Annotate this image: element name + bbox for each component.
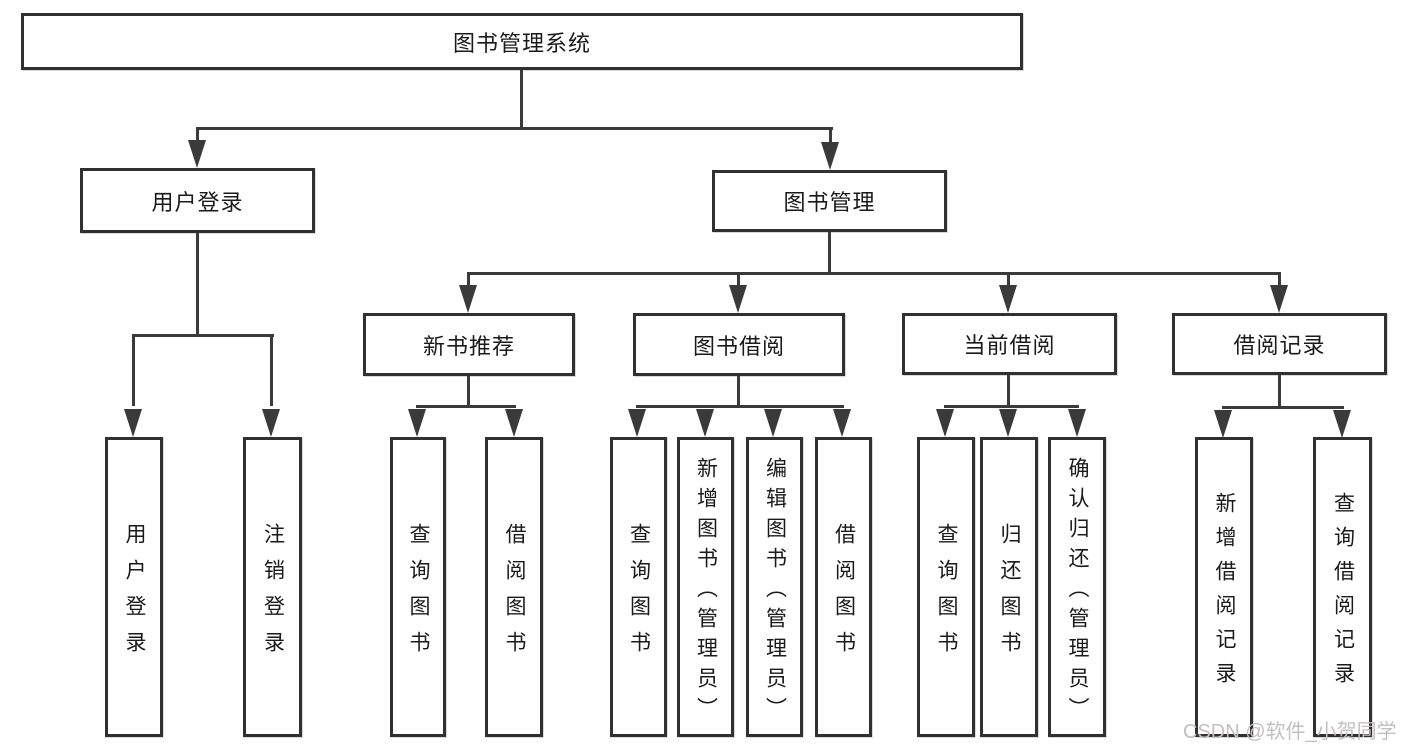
node-book-borrowing: 图书借阅 [633,313,845,376]
leaf-query-books-current: 查询图书 [917,437,975,737]
arrowhead-icon [262,409,280,437]
node-book-borrowing-label: 图书借阅 [692,333,785,359]
node-user-login-label: 用户登录 [151,189,244,215]
arrowhead-icon [628,409,646,437]
arrowhead-icon [1068,409,1086,437]
leaf-confirm-return-admin: 确认归还（管理员） [1048,437,1106,737]
connector-line [636,405,844,408]
leaf-user-login-label: 用户登录 [123,522,146,667]
leaf-logout-label: 注销登录 [261,522,285,667]
connector-line [270,334,273,406]
node-user-login: 用户登录 [80,168,315,233]
leaf-query-books-borrow: 查询图书 [610,437,667,737]
arrowhead-icon [505,409,523,437]
leaf-borrow-books-recommend-label: 借阅图书 [503,522,526,667]
arrowhead-icon [999,409,1017,437]
connector-line [1278,375,1281,409]
arrowhead-icon [188,140,206,168]
arrowhead-icon [696,409,714,437]
arrowhead-icon [459,285,477,313]
node-new-book-recommend-label: 新书推荐 [422,333,515,359]
leaf-query-books-current-label: 查询图书 [935,522,958,667]
leaf-add-borrow-record: 新增借阅记录 [1195,437,1253,737]
node-root-system: 图书管理系统 [21,13,1023,70]
leaf-add-books-admin: 新增图书（管理员） [677,437,734,737]
leaf-add-books-admin-label: 新增图书（管理员） [694,456,718,727]
connector-line [737,272,740,288]
connector-line [196,127,199,147]
node-book-management-label: 图书管理 [783,190,876,215]
connector-line [197,127,833,130]
connector-line [829,127,832,147]
leaf-return-books: 归还图书 [980,437,1038,737]
leaf-borrow-books-label: 借阅图书 [832,522,856,667]
leaf-borrow-books: 借阅图书 [815,437,872,737]
leaf-query-borrow-record-label: 查询借阅记录 [1331,491,1355,696]
leaf-query-books-borrow-label: 查询图书 [627,522,651,667]
arrowhead-icon [729,285,747,313]
connector-line [520,70,523,130]
leaf-return-books-label: 归还图书 [998,522,1021,667]
connector-line [944,405,1079,408]
node-current-borrowing-label: 当前借阅 [963,333,1056,358]
connector-line [416,405,516,408]
connector-line [132,334,135,406]
arrowhead-icon [821,142,839,170]
connector-line [828,232,831,275]
arrowhead-icon [764,409,782,437]
node-root-label: 图书管理系统 [452,30,591,56]
node-current-borrowing: 当前借阅 [902,313,1117,375]
arrowhead-icon [1270,285,1288,313]
csdn-watermark: CSDN @软件_小贺同学 [1183,721,1397,743]
arrowhead-icon [1333,410,1351,438]
leaf-borrow-books-recommend: 借阅图书 [485,437,543,737]
leaf-add-borrow-record-label: 新增借阅记录 [1213,491,1236,696]
connector-line [1007,375,1010,408]
leaf-query-borrow-record: 查询借阅记录 [1313,437,1372,737]
arrowhead-icon [408,409,426,437]
arrowhead-icon [124,409,142,437]
arrowhead-icon [833,409,851,437]
arrowhead-icon [1214,410,1232,438]
node-book-management: 图书管理 [712,170,947,232]
connector-line [132,334,274,337]
leaf-logout: 注销登录 [243,437,302,737]
connector-line [196,233,199,337]
connector-line [1007,272,1010,288]
connector-line [1278,272,1281,288]
node-borrowing-records: 借阅记录 [1172,313,1387,375]
leaf-edit-books-admin-label: 编辑图书（管理员） [763,456,787,727]
connector-line [1222,406,1344,409]
leaf-query-books-recommend: 查询图书 [390,437,446,737]
arrowhead-icon [936,409,954,437]
connector-line [737,376,740,408]
node-new-book-recommend: 新书推荐 [363,313,575,376]
connector-line [467,376,470,408]
connector-line [468,272,1281,275]
leaf-user-login: 用户登录 [105,437,163,737]
leaf-query-books-recommend-label: 查询图书 [407,522,430,667]
leaf-confirm-return-admin-label: 确认归还（管理员） [1066,456,1089,727]
connector-line [467,272,470,288]
arrowhead-icon [999,285,1017,313]
leaf-edit-books-admin: 编辑图书（管理员） [746,437,803,737]
node-borrowing-records-label: 借阅记录 [1233,333,1326,358]
